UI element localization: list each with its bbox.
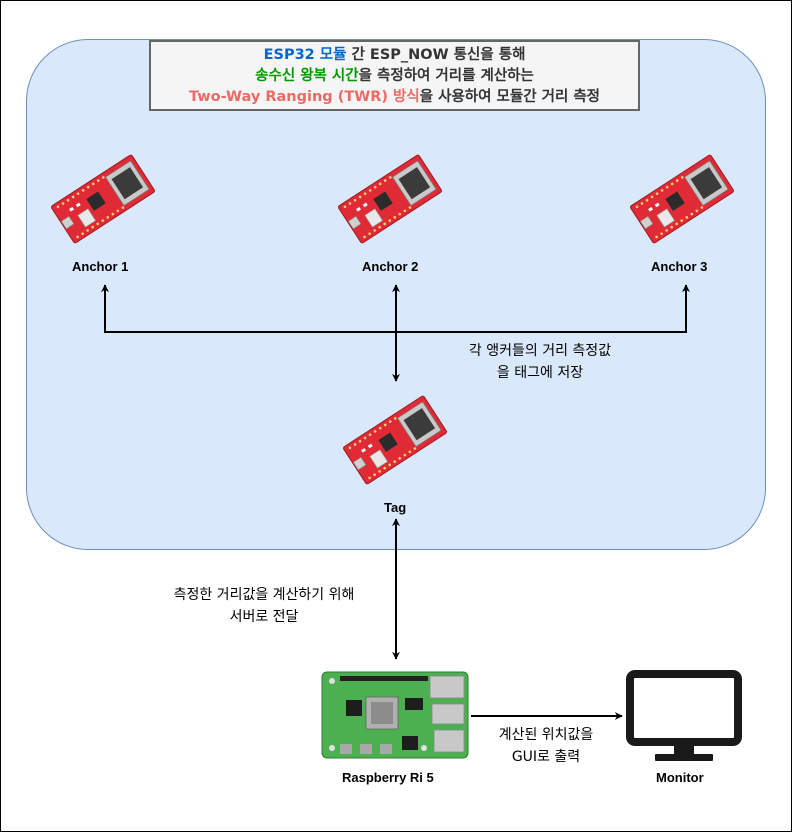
monitor-label: Monitor [656, 770, 704, 785]
tag-board-icon [342, 394, 448, 486]
tag-label: Tag [384, 500, 407, 515]
anchor-1-label: Anchor 1 [72, 259, 129, 274]
title-espnow: ESP_NOW [369, 47, 449, 63]
server-to-monitor-note: 계산된 위치값을 GUI로 출력 [476, 724, 616, 768]
title-line-1: ESP32 모듈 간 ESP_NOW 통신을 통해 [151, 45, 638, 66]
title-text: 통신을 통해 [448, 47, 526, 63]
anchor-3-board-icon [629, 153, 735, 245]
note-line: GUI로 출력 [511, 749, 581, 765]
anchors-to-tag-note: 각 앵커들의 거리 측정값 을 태그에 저장 [440, 340, 640, 384]
note-line: 계산된 위치값을 [498, 727, 594, 743]
title-rtt: 송수신 왕복 시간 [255, 68, 359, 84]
server-label: Raspberry Ri 5 [342, 770, 434, 785]
title-text: 간 [346, 47, 370, 63]
monitor-icon [626, 670, 742, 761]
title-box: ESP32 모듈 간 ESP_NOW 통신을 통해 송수신 왕복 시간을 측정하… [149, 40, 640, 111]
anchor-3-label: Anchor 3 [651, 259, 708, 274]
anchor-2-board-icon [337, 153, 443, 245]
note-line: 측정한 거리값을 계산하기 위해 [173, 587, 355, 603]
title-esp32: ESP32 모듈 [263, 47, 347, 63]
note-line: 각 앵커들의 거리 측정값 [468, 343, 612, 359]
note-line: 을 태그에 저장 [496, 365, 584, 381]
tag-to-server-note: 측정한 거리값을 계산하기 위해 서버로 전달 [146, 584, 382, 628]
title-line-2: 송수신 왕복 시간을 측정하여 거리를 계산하는 [151, 66, 638, 87]
title-text: 을 사용하여 모듈간 거리 측정 [419, 89, 601, 105]
title-line-3: Two-Way Ranging (TWR) 방식을 사용하여 모듈간 거리 측정 [151, 87, 638, 108]
title-twr: Two-Way Ranging (TWR) 방식 [188, 89, 420, 105]
note-line: 서버로 전달 [229, 609, 299, 625]
title-text: 을 측정하여 거리를 계산하는 [358, 68, 534, 84]
raspberry-pi-board-icon [321, 671, 469, 759]
anchor-2-label: Anchor 2 [362, 259, 419, 274]
anchor-1-board-icon [50, 153, 156, 245]
